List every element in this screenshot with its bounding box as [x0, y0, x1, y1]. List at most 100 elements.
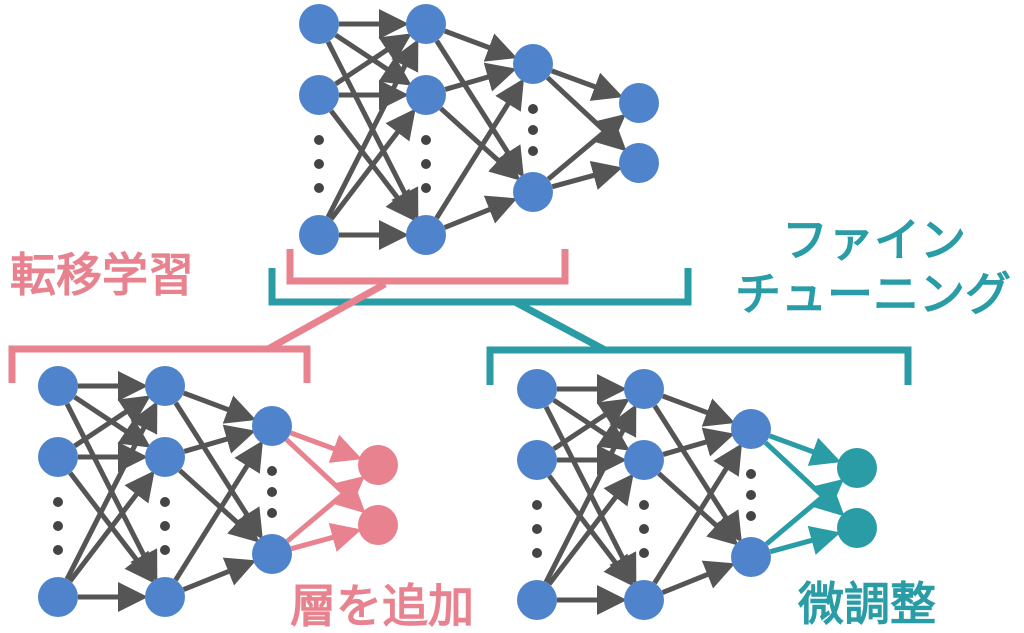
neuron-node	[624, 580, 664, 620]
ellipsis-dot	[314, 159, 324, 169]
ellipsis-dot	[421, 135, 431, 145]
edge-arrow	[763, 440, 845, 517]
neuron-node	[38, 366, 78, 406]
neuron-node	[624, 369, 664, 409]
ellipsis-dot	[746, 490, 756, 500]
edge-arrow	[551, 160, 623, 190]
neuron-node	[406, 75, 446, 115]
ellipsis-dot	[314, 135, 324, 145]
edge-arrow	[546, 113, 626, 182]
fine-tuning-label-line1: ファイン	[782, 213, 966, 267]
neuron-node	[145, 437, 185, 477]
edge-arrow	[284, 437, 366, 514]
neuron-node	[517, 440, 557, 480]
edge-arrow	[285, 475, 365, 544]
ellipsis-dot	[421, 159, 431, 169]
neuron-node	[731, 409, 771, 449]
edge-arrow	[173, 440, 263, 582]
edge-arrow	[289, 430, 363, 463]
edge-arrow	[652, 443, 742, 585]
transfer-connector	[266, 280, 387, 353]
ellipsis-dot	[53, 497, 63, 507]
edge-arrow	[768, 433, 842, 466]
ellipsis-dot	[314, 183, 324, 193]
edge-arrow	[543, 404, 637, 584]
edge-arrow	[64, 401, 158, 581]
neuron-node	[624, 440, 664, 480]
ellipsis-dot	[532, 524, 542, 534]
ellipsis-dot	[532, 548, 542, 558]
transfer-learning-label: 転移学習	[10, 248, 194, 302]
neuron-node	[299, 75, 339, 115]
ellipsis-dot	[53, 545, 63, 555]
ellipsis-dot	[528, 104, 538, 114]
edge-arrow	[661, 560, 736, 595]
pretrained-network	[299, 4, 659, 255]
fine-tuning-network	[517, 369, 877, 620]
edge-arrow	[662, 427, 735, 457]
edge-arrow	[329, 108, 416, 221]
edge-arrow	[547, 473, 634, 586]
neuron-node	[837, 508, 877, 548]
transfer-scope-bracket-top	[286, 249, 569, 285]
ellipsis-dot	[160, 545, 170, 555]
ellipsis-dot	[528, 146, 538, 156]
fine-tuning-label-line2: チューニング	[735, 267, 1011, 321]
ellipsis-dot	[746, 511, 756, 521]
finetune-scope-bracket-bottom	[486, 346, 912, 385]
neuron-node	[837, 448, 877, 488]
ellipsis-dot	[267, 487, 277, 497]
neuron-node	[38, 577, 78, 617]
neuron-node	[358, 505, 398, 545]
neuron-node	[619, 83, 659, 123]
ellipsis-dot	[267, 508, 277, 518]
edge-arrow	[182, 557, 257, 592]
neuron-node	[299, 4, 339, 44]
edge-arrow	[183, 424, 256, 454]
edge-arrow	[764, 478, 844, 547]
edge-arrow	[290, 522, 362, 552]
nodes	[38, 366, 398, 617]
edge-arrow	[434, 78, 524, 220]
neuron-node	[145, 577, 185, 617]
edges	[64, 371, 366, 612]
edge-arrow	[443, 195, 518, 230]
fine-adjust-label: 微調整	[797, 577, 936, 631]
neuron-node	[38, 437, 78, 477]
neuron-node	[731, 537, 771, 577]
edge-arrow	[769, 525, 841, 555]
ellipsis-dot	[639, 548, 649, 558]
neuron-node	[299, 215, 339, 255]
edge-arrow	[178, 468, 260, 543]
edge-arrow	[545, 75, 627, 152]
edges	[325, 9, 627, 250]
add-layer-label: 層を追加	[290, 579, 474, 633]
neuron-node	[513, 172, 553, 212]
ellipsis-dot	[746, 469, 756, 479]
ellipsis-dot	[528, 125, 538, 135]
ellipsis-dot	[160, 497, 170, 507]
neuron-node	[406, 4, 446, 44]
edge-arrow	[325, 39, 419, 219]
ellipsis-dot	[267, 466, 277, 476]
ellipsis-dot	[160, 521, 170, 531]
finetune-connector	[513, 298, 607, 354]
neuron-node	[517, 580, 557, 620]
transfer-scope-bracket-bottom	[8, 345, 311, 383]
edge-arrow	[657, 471, 739, 546]
edge-arrow	[661, 393, 736, 427]
finetune-scope-bracket-top	[268, 268, 692, 306]
neuron-node	[252, 406, 292, 446]
ellipsis-dot	[639, 524, 649, 534]
neuron-node	[358, 445, 398, 485]
edge-arrow	[444, 62, 517, 92]
edges	[543, 374, 845, 615]
neuron-node	[517, 369, 557, 409]
ellipsis-dot	[639, 500, 649, 510]
ellipsis-dot	[532, 500, 542, 510]
edge-arrow	[443, 28, 518, 62]
ellipsis-dot	[421, 183, 431, 193]
neuron-node	[619, 143, 659, 183]
